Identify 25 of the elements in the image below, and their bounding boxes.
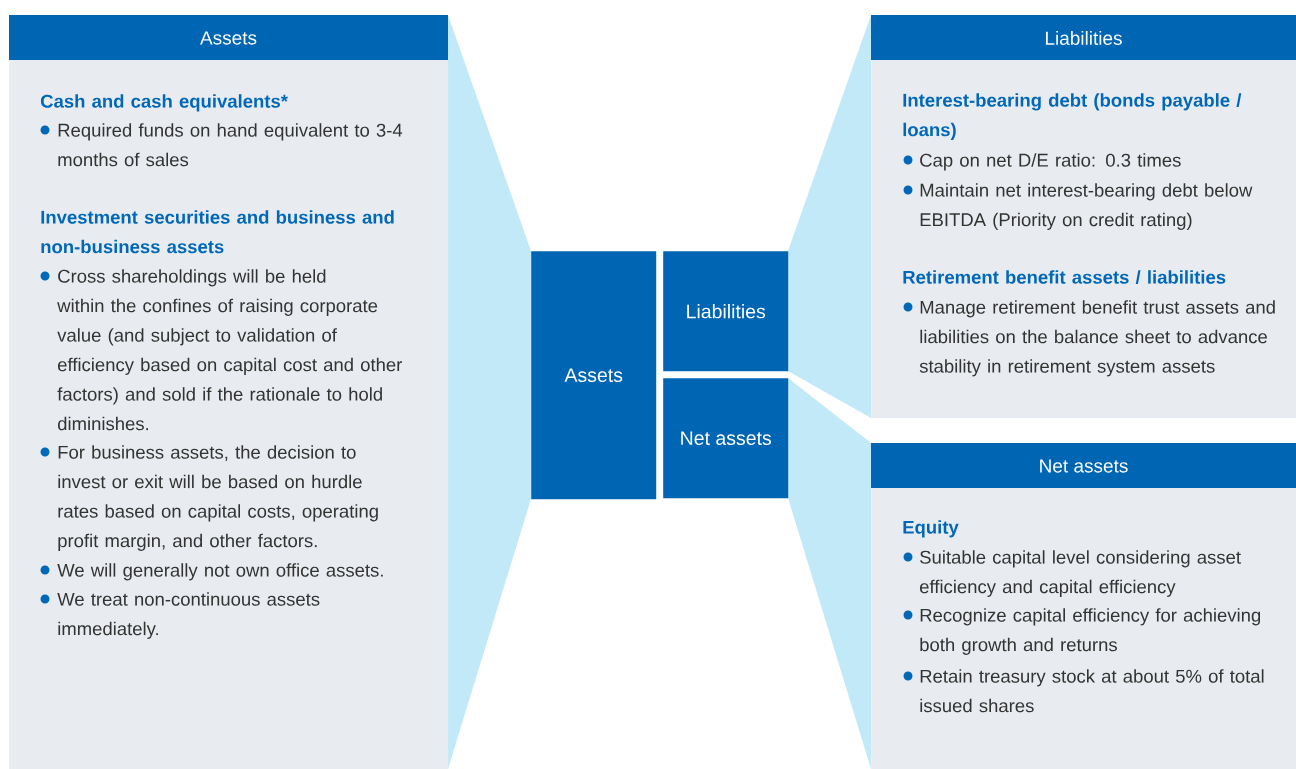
bullet-text: Cap on net D/E ratio: 0.3 times <box>920 153 1181 171</box>
funnel-connector <box>788 378 871 769</box>
section-heading: Equity <box>903 520 959 538</box>
panel-header: Assets <box>9 15 448 60</box>
funnel-connector <box>448 15 531 769</box>
section-heading: Cash and cash equivalents* <box>40 94 288 112</box>
bullet-text: Required funds on hand equivalent to 3-4 months of sales <box>58 123 403 167</box>
balance-block: Net assets <box>663 378 789 499</box>
funnel-connector <box>788 15 871 418</box>
bullet-text: Maintain net interest-bearing debt below EBITDA (Priority on credit rating) <box>920 183 1253 230</box>
bullet-text: Cross shareholdings will be held within the confines of raising corporate value (and subject to validation of efficiency based on capital cost and other factors) and sold if the rationale to hold diminishes. <box>57 269 403 431</box>
balance-block: Liabilities <box>663 251 789 372</box>
bullet-text: For business assets, the decision to invest or exit will be based on hurdle rates based on capital costs, operating profit margin, and other factors. <box>58 445 378 551</box>
bullet-text: We treat non-continuous assets immediately. <box>57 592 320 639</box>
section-heading: Interest-bearing debt (bonds payable / loans) <box>903 93 1242 140</box>
panel-header: Net assets <box>871 443 1296 488</box>
bullet-text: Recognize capital efficiency for achieving both growth and returns <box>920 608 1261 655</box>
bullet-text: Retain treasury stock at about 5% of total issued shares <box>920 669 1264 713</box>
bullet-text: Manage retirement benefit trust assets and liabilities on the balance sheet to advance stability in retirement system assets <box>919 300 1275 377</box>
section-heading: Retirement benefit assets / liabilities <box>903 270 1226 284</box>
panel-header: Liabilities <box>871 15 1296 60</box>
section-heading: Investment securities and business and non-business assets <box>41 210 394 254</box>
bullet-text: We will generally not own office assets. <box>57 563 383 581</box>
balance-block: Assets <box>531 251 657 500</box>
bullet-text: Suitable capital level considering asset efficiency and capital efficiency <box>920 550 1241 597</box>
